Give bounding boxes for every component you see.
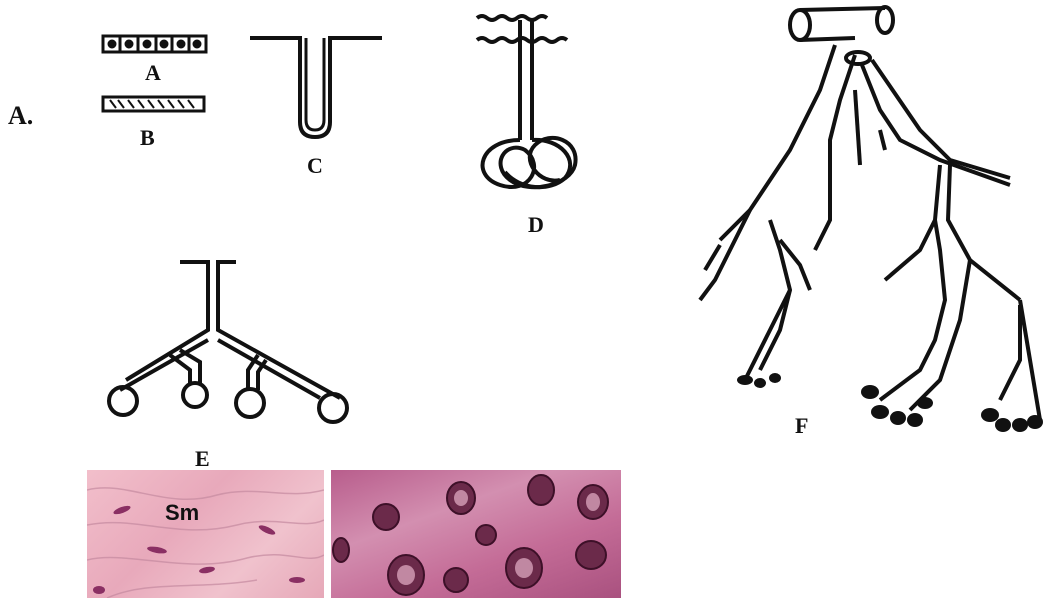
label-f: F bbox=[795, 415, 808, 437]
diagram-c-tubular-gland bbox=[250, 38, 382, 137]
micrograph-smooth-muscle: Sm bbox=[87, 470, 324, 598]
label-a: A bbox=[145, 62, 161, 84]
diagram-e-branched-gland bbox=[109, 262, 347, 422]
label-b: B bbox=[140, 127, 155, 149]
diagram-b bbox=[103, 97, 204, 111]
micrograph-epithelium bbox=[331, 470, 621, 598]
diagram-a bbox=[103, 36, 206, 52]
diagram-d-coiled-gland bbox=[477, 16, 576, 187]
label-e: E bbox=[195, 448, 210, 470]
label-c: C bbox=[307, 155, 323, 177]
diagram-f-compound-gland bbox=[700, 7, 1040, 420]
label-d: D bbox=[528, 214, 544, 236]
micrograph-label-sm: Sm bbox=[165, 500, 199, 526]
diagram-f-acini bbox=[737, 373, 1043, 432]
